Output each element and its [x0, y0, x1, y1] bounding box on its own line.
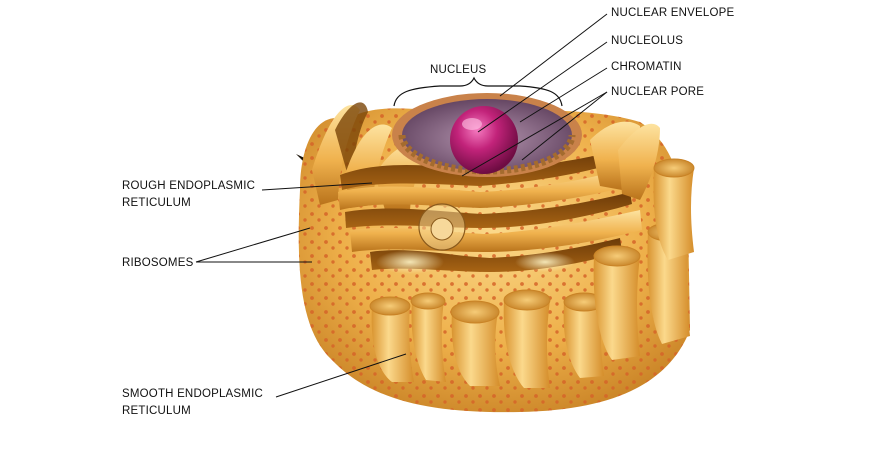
leader-line-nuclear-pore-1	[521, 91, 608, 161]
leader-line-smooth-er	[275, 353, 407, 398]
label-nuclear-envelope: NUCLEAR ENVELOPE	[611, 7, 735, 19]
label-rough-er: ROUGH ENDOPLASMIC RETICULUM	[122, 178, 255, 212]
nucleus	[392, 93, 582, 177]
label-nuclear-pore: NUCLEAR PORE	[611, 86, 705, 98]
highlight-glow	[515, 252, 575, 272]
label-smooth-er-line-1: SMOOTH ENDOPLASMIC	[122, 388, 263, 400]
label-rough-er-line-1: ROUGH ENDOPLASMIC	[122, 180, 256, 192]
leader-line-nuclear-pore-2	[461, 91, 608, 177]
smooth-er-tubes	[369, 158, 695, 388]
leader-line-nuclear-envelope	[499, 13, 608, 97]
label-smooth-er-line-2: RETICULUM	[122, 405, 191, 417]
leader-line-rough-er	[261, 182, 373, 191]
magnifier-inner	[430, 217, 454, 241]
label-nucleus: NUCLEUS	[430, 64, 487, 76]
label-rough-er-line-2: RETICULUM	[122, 197, 191, 209]
leader-lines	[195, 13, 608, 398]
leader-line-chromatin	[519, 67, 608, 123]
highlight-glow	[376, 250, 444, 274]
label-ribosomes: RIBOSOMES	[122, 257, 194, 269]
nucleus-bracket	[393, 76, 563, 107]
leader-line-ribosomes-1	[195, 227, 311, 263]
label-nucleolus: NUCLEOLUS	[611, 35, 684, 47]
label-chromatin: CHROMATIN	[611, 61, 682, 73]
label-smooth-er: SMOOTH ENDOPLASMIC RETICULUM	[122, 386, 263, 420]
leader-line-nucleolus	[477, 41, 608, 133]
